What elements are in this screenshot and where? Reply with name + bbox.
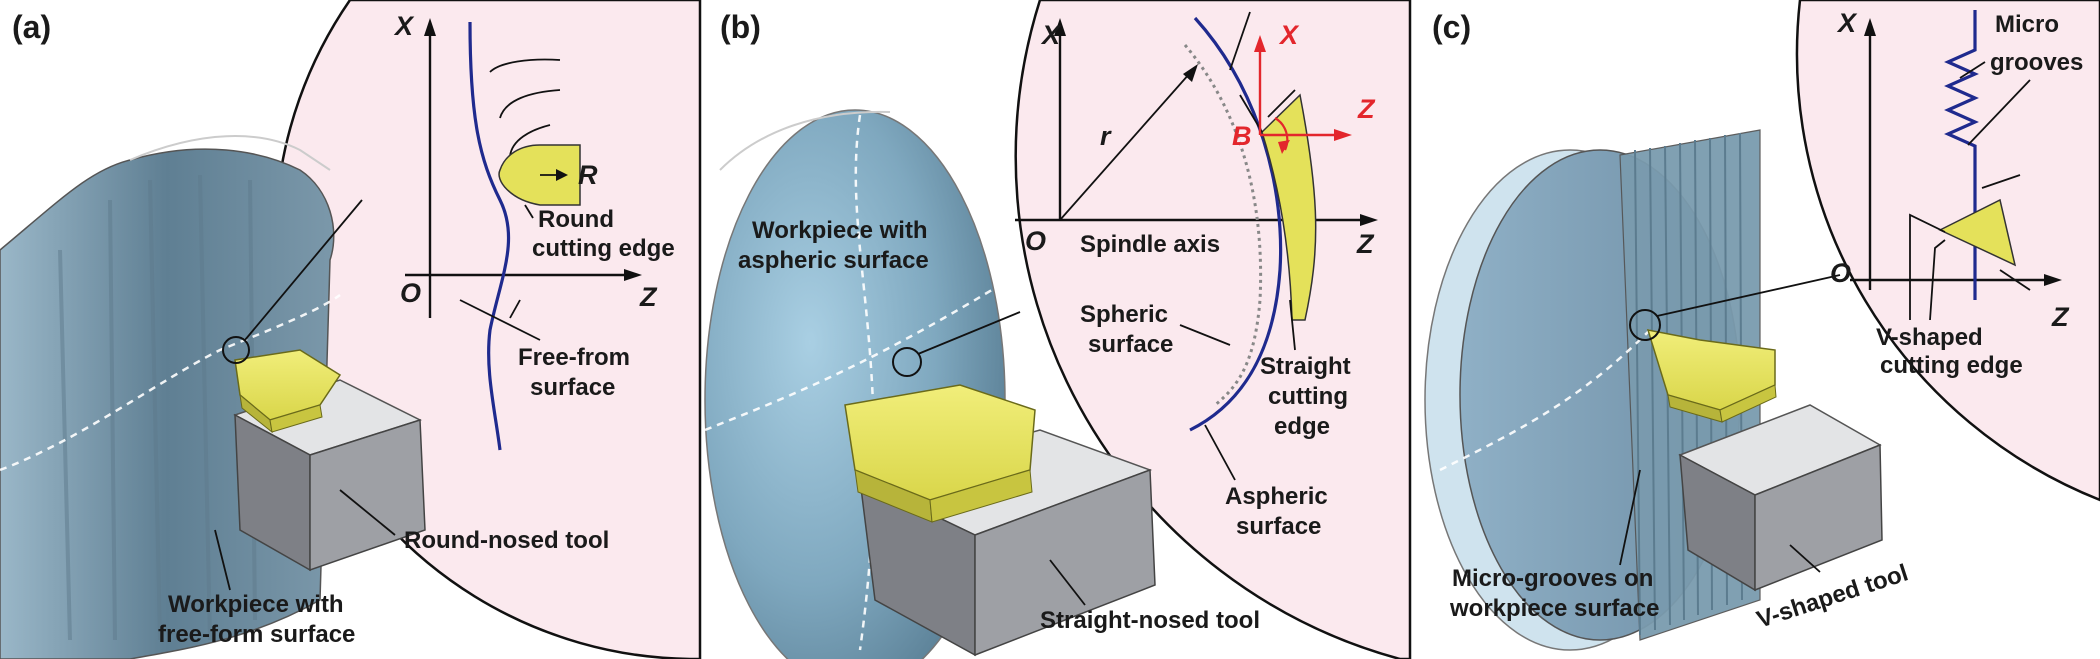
edge-label-c-2: cutting edge xyxy=(1880,352,2023,379)
grooves-label-c-2: grooves xyxy=(1990,49,2083,76)
panel-b: (b) X Z O Spindle axis r X Z B Workpiece… xyxy=(704,0,1412,659)
axis-origin-a: O xyxy=(400,278,421,308)
tool-holder-c xyxy=(1678,404,1883,592)
spheric-label-b-1: Spheric xyxy=(1080,301,1168,328)
tool-holder-a xyxy=(233,379,426,572)
workpiece-label-a-1: Workpiece with xyxy=(168,591,344,618)
spheric-profile-b xyxy=(1183,44,1263,407)
tool-insert-b xyxy=(844,384,1036,523)
spheric-label-b-2: surface xyxy=(1088,331,1173,358)
axis-x-b: X xyxy=(1040,20,1062,50)
aspheric-profile-b xyxy=(1189,16,1283,432)
edge-label-b-1: Straight xyxy=(1260,353,1351,380)
radius-label-a: R xyxy=(578,160,598,190)
tool-insert-a xyxy=(234,349,342,434)
freeform-profile-a xyxy=(468,21,511,451)
edge-label-b-3: edge xyxy=(1274,413,1330,440)
axis-origin-c: O xyxy=(1830,258,1851,288)
axis-x-c: X xyxy=(1836,8,1858,38)
workpiece-label-b-2: aspheric surface xyxy=(738,247,929,274)
edge-label-c-1: V-shaped xyxy=(1876,324,1983,351)
surface-label-a-2: surface xyxy=(530,374,615,401)
panel-a: (a) X Z O R Round cutting edge Free-from… xyxy=(0,0,702,659)
straight-insert-b xyxy=(1261,93,1317,321)
workpiece-label-c-2: workpiece surface xyxy=(1449,595,1659,622)
axis-origin-b: O xyxy=(1025,226,1046,256)
edge-label-a-1: Round xyxy=(538,206,614,233)
workpiece-label-a-2: free-form surface xyxy=(158,621,355,648)
zoom-spot-a xyxy=(222,336,250,364)
zoom-spot-c xyxy=(1629,309,1661,341)
local-x-b: X xyxy=(1278,20,1300,50)
round-insert-a xyxy=(498,144,581,206)
workpiece-c xyxy=(1424,129,1761,651)
panel-label-b: (b) xyxy=(720,9,761,45)
tool-label-a: Round-nosed tool xyxy=(404,527,609,554)
zoom-spot-b xyxy=(892,347,922,377)
aspheric-label-b-2: surface xyxy=(1236,513,1321,540)
edge-label-a-2: cutting edge xyxy=(532,235,675,262)
tool-label-b: Straight-nosed tool xyxy=(1040,607,1260,634)
surface-label-a-1: Free-from xyxy=(518,344,630,371)
spindle-label-b: Spindle axis xyxy=(1080,231,1220,258)
panel-label-a: (a) xyxy=(12,9,51,45)
axis-z-a: Z xyxy=(639,282,658,312)
axis-x-a: X xyxy=(393,11,415,41)
angle-label-b: B xyxy=(1232,121,1252,151)
radius-label-b: r xyxy=(1100,121,1112,151)
local-z-b: Z xyxy=(1357,94,1376,124)
grooves-label-c-1: Micro xyxy=(1995,11,2059,38)
groove-profile-c xyxy=(1944,10,1979,300)
zoom-circle-c xyxy=(1795,0,2100,502)
axis-z-b: Z xyxy=(1356,229,1375,259)
v-insert-c xyxy=(1938,198,2017,267)
aspheric-label-b-1: Aspheric xyxy=(1225,483,1328,510)
workpiece-label-c-1: Micro-grooves on xyxy=(1452,565,1653,592)
panel-label-c: (c) xyxy=(1432,9,1471,45)
panel-c: (c) X Z O Micro grooves V-shaped cutting… xyxy=(1424,0,2100,651)
edge-label-b-2: cutting xyxy=(1268,383,1348,410)
tool-insert-c xyxy=(1646,329,1777,423)
axis-z-c: Z xyxy=(2051,302,2070,332)
workpiece-label-b-1: Workpiece with xyxy=(752,217,928,244)
